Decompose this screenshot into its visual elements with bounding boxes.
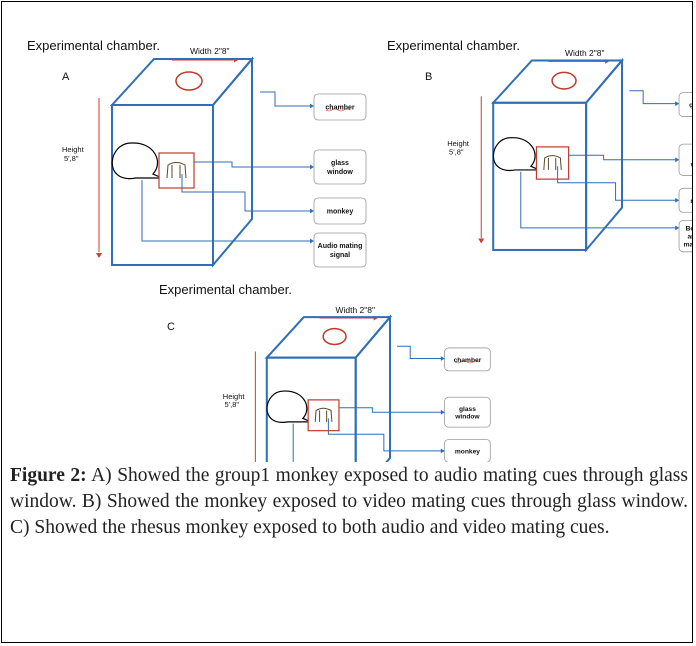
caption-label: Figure 2: [10,465,87,486]
chamber-top [264,316,393,359]
label-box-text: glass [331,160,349,167]
connector-glass-window [338,407,443,413]
panel-label: A [62,71,70,83]
connector-chamber-arrowhead [675,101,680,107]
connector-chamber-arrowhead [440,356,445,361]
height-label: Height [62,145,85,154]
label-box-text: window [454,413,480,420]
glass-window [535,146,570,180]
connector-glass-window-arrowhead [440,409,445,415]
label-box [313,232,367,268]
label-box [678,143,692,176]
label-box-text: chamber [325,105,354,112]
label-box [678,92,692,117]
connector-monkey-arrowhead [675,197,680,203]
panel-heading: Experimental chamber. [27,38,160,53]
connector-signal-arrowhead [675,225,680,231]
height-label: Height [223,392,246,401]
glass-window [307,399,340,432]
label-box-text: mating cues [684,242,693,249]
height-value: 5',8" [64,154,79,163]
label-box-text: window [690,161,693,168]
label-box-text: monkey [690,198,693,205]
connector-glass-window [568,154,678,161]
connector-chamber [629,90,678,105]
speaker-bubble [492,137,540,171]
label-box-text: monkey [455,448,480,455]
panel-b: Experimental chamber. B Width 2"8" Height5'… [387,38,693,253]
connector-monkey-arrowhead [310,208,314,214]
connector-chamber [260,91,312,107]
chamber-front [111,104,214,266]
glass-window [158,152,195,189]
top-opening-circle [551,71,577,90]
panel-c: Experimental chamber. C Width 2"8" Height5'… [159,282,491,462]
label-box-text: Audio mating [318,243,363,250]
connector-glass-window-arrowhead [310,164,314,170]
connector-monkey-arrowhead [440,448,445,454]
monkey-icon [166,162,187,179]
connector-signal [292,423,294,462]
panel-a: Experimental chamber. A Width 2"8" Height5'… [27,38,367,268]
spellcheck-underline [325,108,351,112]
chamber-side [354,314,391,462]
panel-label: C [167,321,175,333]
connector-glass-window [194,161,312,168]
top-opening-circle [175,71,203,91]
connector-chamber-arrowhead [310,103,314,109]
label-box-text: Both audio [686,226,693,233]
monkey-icon [314,407,333,422]
caption-text: A) Showed the group1 monkey exposed to a… [10,465,688,538]
width-label: Width 2"8" [335,305,375,315]
connector-chamber [397,345,443,360]
monkey-icon [543,155,562,170]
height-label: Height [447,139,470,148]
chamber-top [109,58,255,106]
connector-monkey [181,174,312,212]
spellcheck-underline [454,360,480,364]
chamber-top [490,59,625,104]
top-opening-circle [322,327,347,346]
chamber-front [265,356,357,462]
panel-label: B [425,71,432,83]
connector-signal-arrowhead [310,238,314,244]
label-box-text: signal [330,252,350,259]
label-box-text: monkey [327,209,354,216]
connector-signal [520,171,678,229]
connector-monkey [557,166,678,201]
speaker-bubble [266,390,312,423]
label-box-text: chamber [454,357,482,364]
figure-caption: Figure 2: A) Showed the group1 monkey ex… [10,463,688,541]
label-box-text: glass [459,406,476,413]
label-box-text: chamber [689,102,693,109]
label-box [678,220,692,253]
label-box-text: window [326,169,353,176]
connector-glass-window-arrowhead [675,157,680,163]
speaker-bubble [111,142,163,180]
height-value: 5',8" [449,147,464,156]
width-label: Width 2"8" [565,48,605,58]
connector-monkey [327,418,443,452]
height-arrowhead [478,238,485,244]
label-box [444,347,491,372]
label-box-text: and video [687,234,693,241]
chamber-front [492,101,588,251]
height-value: 5',8" [225,400,240,409]
panel-heading: Experimental chamber. [159,282,292,297]
height-arrowhead [96,253,102,258]
width-label: Width 2"8" [190,46,230,56]
connector-signal [141,180,312,242]
panel-heading: Experimental chamber. [387,38,520,53]
label-box [313,93,367,121]
